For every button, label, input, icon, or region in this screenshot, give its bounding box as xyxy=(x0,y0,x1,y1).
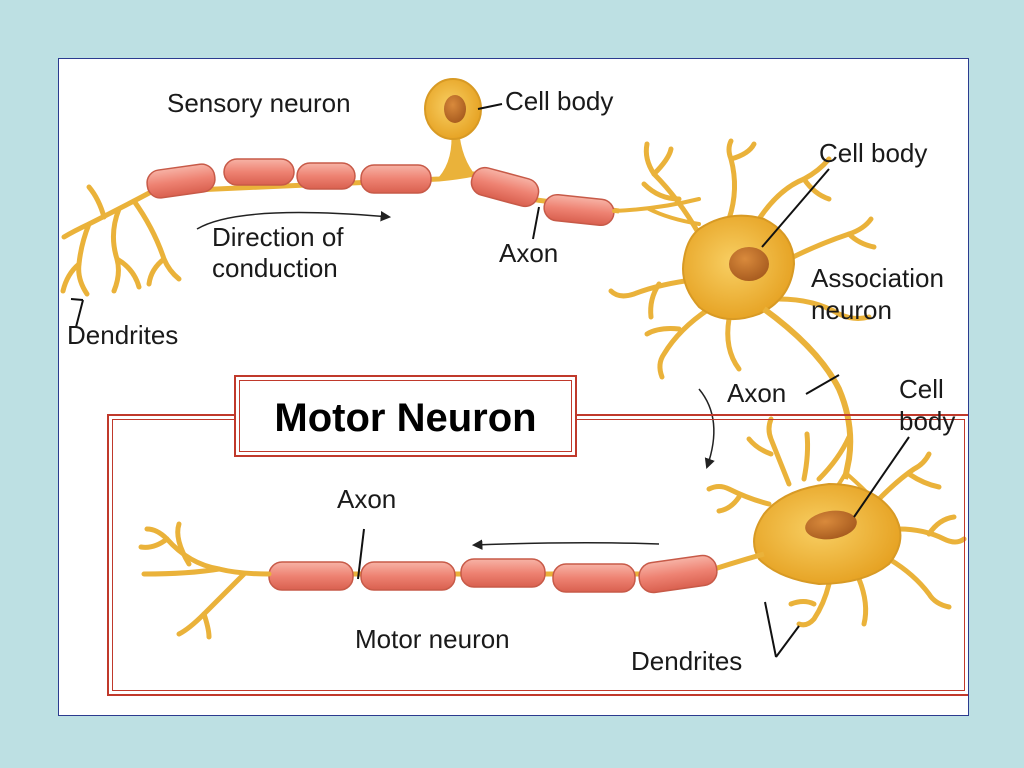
label-direction-1: Direction of xyxy=(212,222,344,252)
motor-neuron-drawing xyxy=(138,416,967,640)
association-nucleus xyxy=(729,247,769,281)
association-axon xyxy=(762,306,854,480)
label-axon-sensory: Axon xyxy=(499,238,559,268)
slide: Sensory neuron Cell body Direction of co… xyxy=(58,58,969,716)
label-cell-body-sensory: Cell body xyxy=(505,86,614,116)
conduction-arrows xyxy=(196,211,715,550)
sensory-soma-stalk xyxy=(439,129,477,177)
label-association-1: Association xyxy=(811,263,944,293)
sensory-dendrites xyxy=(60,184,182,297)
motor-myelin xyxy=(268,554,718,594)
label-axon-motor: Axon xyxy=(337,484,397,514)
label-axon-assoc: Axon xyxy=(727,378,787,408)
label-direction-2: conduction xyxy=(212,253,338,283)
label-motor-neuron: Motor neuron xyxy=(355,624,510,654)
label-dendrites-sensory: Dendrites xyxy=(67,320,179,350)
title-box: Motor Neuron xyxy=(234,375,577,457)
sensory-myelin xyxy=(146,158,615,227)
label-cell-body-assoc: Cell body xyxy=(819,138,928,168)
label-dendrites-motor: Dendrites xyxy=(631,646,743,676)
label-cell-body-motor-2: body xyxy=(899,406,956,436)
motor-terminals xyxy=(138,521,272,640)
leader-lines xyxy=(70,103,910,658)
label-association-2: neuron xyxy=(811,295,892,325)
sensory-nucleus xyxy=(444,95,466,123)
neuron-diagram xyxy=(60,78,967,658)
label-cell-body-motor-1: Cell xyxy=(899,374,944,404)
slide-title: Motor Neuron xyxy=(274,396,537,440)
motor-nucleus xyxy=(805,510,857,540)
sensory-neuron-drawing xyxy=(60,78,701,297)
label-sensory-neuron: Sensory neuron xyxy=(167,88,351,118)
